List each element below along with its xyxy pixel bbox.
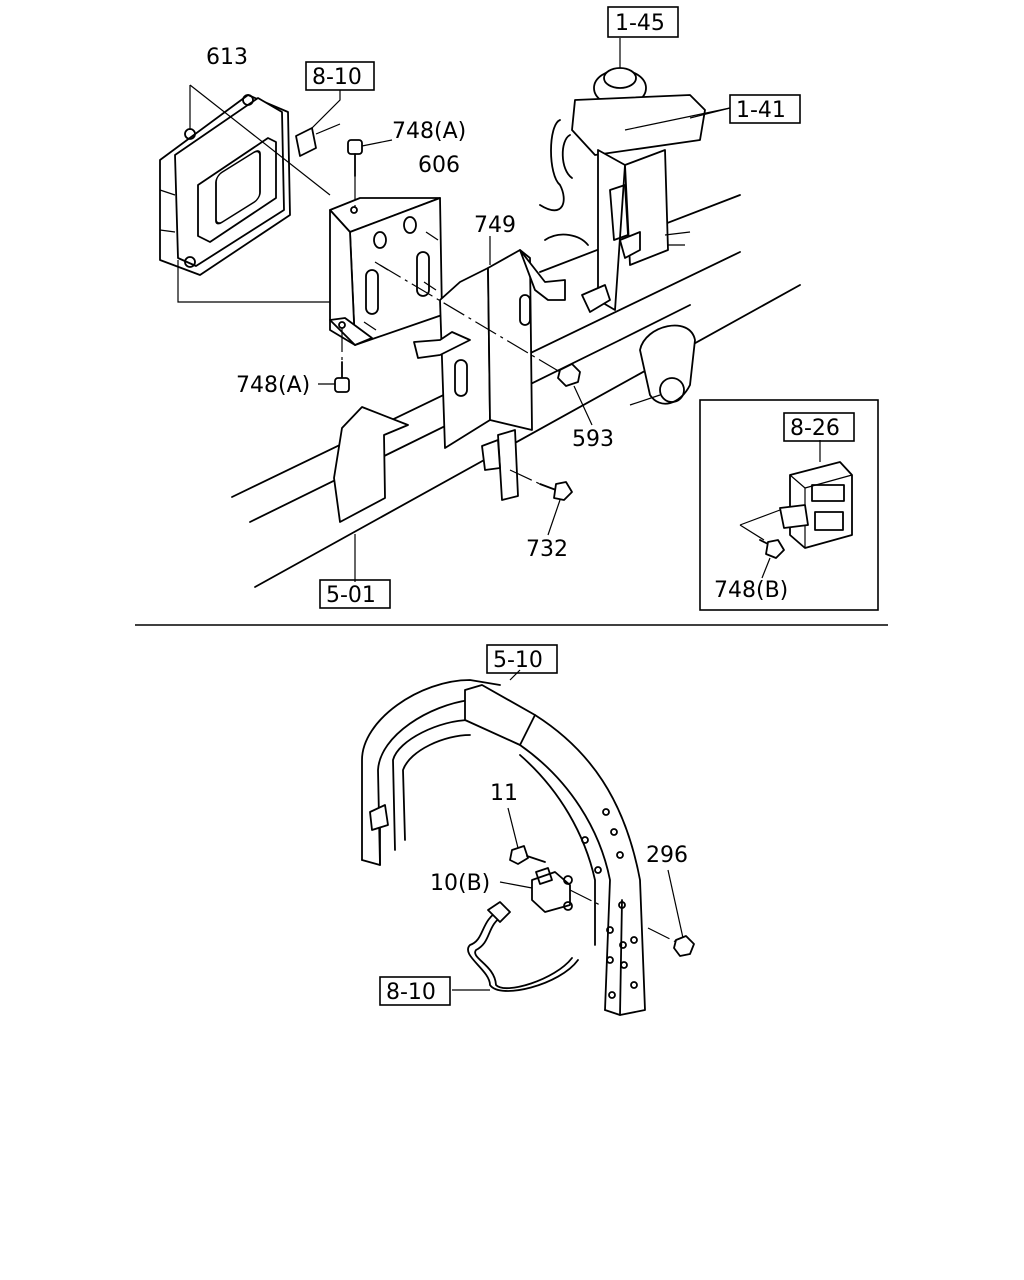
box-8-26 (783, 412, 855, 442)
label-748a-top: 748(A) (392, 119, 466, 144)
box-5-10 (486, 644, 558, 674)
inset-labels: 8-26 748(B) (714, 412, 855, 603)
bracket-749 (379, 236, 566, 501)
label-748b: 748(B) (714, 578, 788, 603)
label-11: 11 (490, 781, 518, 806)
bolt-748a-bottom (318, 328, 350, 393)
label-749: 749 (474, 213, 516, 238)
box-8-10-bottom (379, 976, 451, 1006)
control-unit-613 (159, 94, 291, 276)
label-1-45: 1-45 (615, 11, 665, 36)
bolt-732 (509, 469, 573, 536)
label-8-10-top: 8-10 (312, 65, 362, 90)
nut-296 (647, 869, 695, 957)
frame-crossmember-5-10 (361, 669, 646, 1016)
label-8-10-bottom: 8-10 (386, 980, 436, 1005)
leader-1-41 (624, 107, 731, 131)
bracket-606 (329, 197, 443, 346)
box-1-41 (729, 94, 801, 124)
box-1-45 (607, 6, 679, 38)
connector-8-10-top (295, 90, 341, 157)
label-748a-bottom: 748(A) (236, 373, 310, 398)
frame-cover (333, 406, 409, 582)
label-732: 732 (526, 537, 568, 562)
bolt-748a-top (347, 139, 393, 210)
label-8-26: 8-26 (790, 416, 840, 441)
label-613: 613 (206, 45, 248, 70)
top-labels: 613 8-10 748(A) 606 1-45 1-41 749 748(A)… (206, 6, 801, 609)
harness-8-10-bottom (452, 901, 579, 992)
box-8-10-top (305, 61, 375, 91)
frame-hanger (629, 324, 696, 406)
bolt-11 (507, 807, 546, 865)
label-296: 296 (646, 843, 688, 868)
relay-8-26 (739, 440, 853, 579)
bottom-labels: 5-10 11 10(B) 296 8-10 (379, 644, 688, 1006)
label-5-01: 5-01 (326, 583, 376, 608)
label-5-10: 5-10 (493, 648, 543, 673)
label-593: 593 (572, 427, 614, 452)
label-10b: 10(B) (430, 871, 490, 896)
inset-frame (699, 399, 879, 611)
label-1-41: 1-41 (736, 98, 786, 123)
sensor-10b (499, 867, 601, 913)
box-5-01 (319, 579, 391, 609)
nut-593 (557, 363, 593, 426)
label-606: 606 (418, 153, 460, 178)
fuel-filter-1-45 (539, 38, 706, 313)
